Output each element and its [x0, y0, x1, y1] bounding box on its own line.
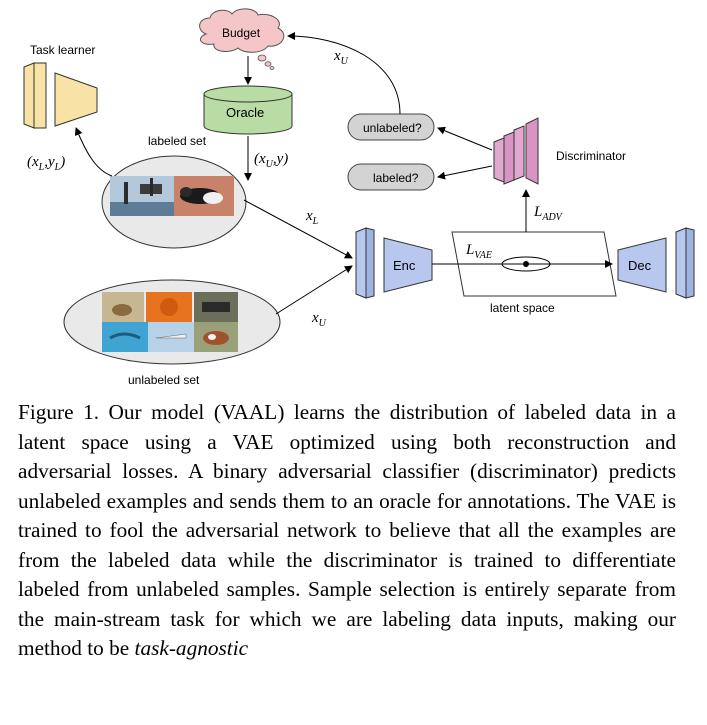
oracle-label: Oracle [226, 105, 264, 120]
x-u-top-main: x [333, 48, 341, 64]
encoder-block [383, 237, 433, 293]
unlabeled-q-label: unlabeled? [363, 121, 422, 135]
xl-yl-open: (x [27, 154, 39, 170]
l-adv-sub: ADV [541, 212, 563, 223]
discriminator-to-labeled-arrow [437, 165, 493, 180]
labeled-q-label: labeled? [373, 171, 419, 185]
unlabeled-to-budget-arrow [287, 32, 401, 115]
xu-y-label: (xU,y) [254, 151, 288, 170]
l-adv-label: LADV [533, 204, 564, 223]
discriminator-label: Discriminator [556, 149, 626, 163]
latent-space-label: latent space [490, 301, 555, 315]
xl-yl-sub2: L [54, 162, 61, 173]
discriminator-block [493, 117, 539, 185]
latent-point [523, 261, 529, 267]
labeled-set-label: labeled set [148, 134, 207, 148]
labeled-q-pill [347, 163, 435, 191]
budget-label: Budget [222, 26, 261, 40]
x-l-label: xL [305, 208, 319, 227]
x-u-top-label: xU [333, 48, 349, 67]
caption-emphasis: task-agnostic [134, 636, 249, 660]
x-u-top-sub: U [341, 56, 349, 67]
unlabeled-image-car [194, 292, 238, 322]
unlabeled-q-pill [347, 113, 435, 141]
unlabeled-image-fox [146, 292, 192, 322]
l-vae-label: LVAE [465, 242, 492, 261]
l-vae-sub: VAE [474, 250, 492, 261]
l-adv-main: L [533, 204, 542, 220]
l-vae-main: L [465, 242, 474, 258]
task-learner-icon [23, 62, 98, 129]
decoder-label: Dec [628, 258, 652, 273]
decoder-block [617, 237, 667, 293]
x-l-sub: L [312, 216, 319, 227]
x-u-main: x [311, 310, 319, 326]
oracle-cylinder [203, 85, 293, 135]
labeled-image-dog [174, 176, 234, 216]
xl-yl-end: ) [59, 154, 65, 170]
unlabeled-image-dog [102, 292, 144, 322]
xl-yl-mid: ,y [44, 154, 55, 170]
xu-y-end: ,y) [273, 151, 288, 167]
input-layer-block [355, 227, 375, 299]
output-layer-block [675, 227, 695, 299]
unlabeled-set-label: unlabeled set [128, 373, 200, 387]
discriminator-to-unlabeled-arrow [437, 126, 493, 151]
encoder-label: Enc [393, 258, 416, 273]
x-u-sub: U [319, 318, 327, 329]
unlabeled-image-cow [194, 322, 238, 352]
unlabeled-image-dolphin [102, 322, 148, 352]
vaal-diagram: Task learner Budget Oracle labeled set (… [23, 8, 695, 387]
labeled-to-task-arrow [74, 127, 113, 177]
xl-yl-label: (xL,yL) [27, 154, 65, 173]
task-learner-label: Task learner [30, 43, 95, 57]
labeled-to-encoder-arrow [243, 199, 353, 259]
unlabeled-image-plane [148, 322, 194, 352]
xl-yl-sub1: L [38, 162, 45, 173]
xu-y-sub: U [266, 159, 274, 170]
figure-caption: Figure 1. Our model (VAAL) learns the di… [18, 398, 676, 664]
labeled-image-oil-rig [110, 176, 174, 216]
budget-cloud [199, 8, 285, 70]
unlabeled-to-encoder-arrow [275, 265, 353, 315]
caption-text: Figure 1. Our model (VAAL) learns the di… [18, 400, 676, 660]
x-u-label: xU [311, 310, 327, 329]
xu-y-open: (x [254, 151, 266, 167]
x-l-main: x [305, 208, 313, 224]
